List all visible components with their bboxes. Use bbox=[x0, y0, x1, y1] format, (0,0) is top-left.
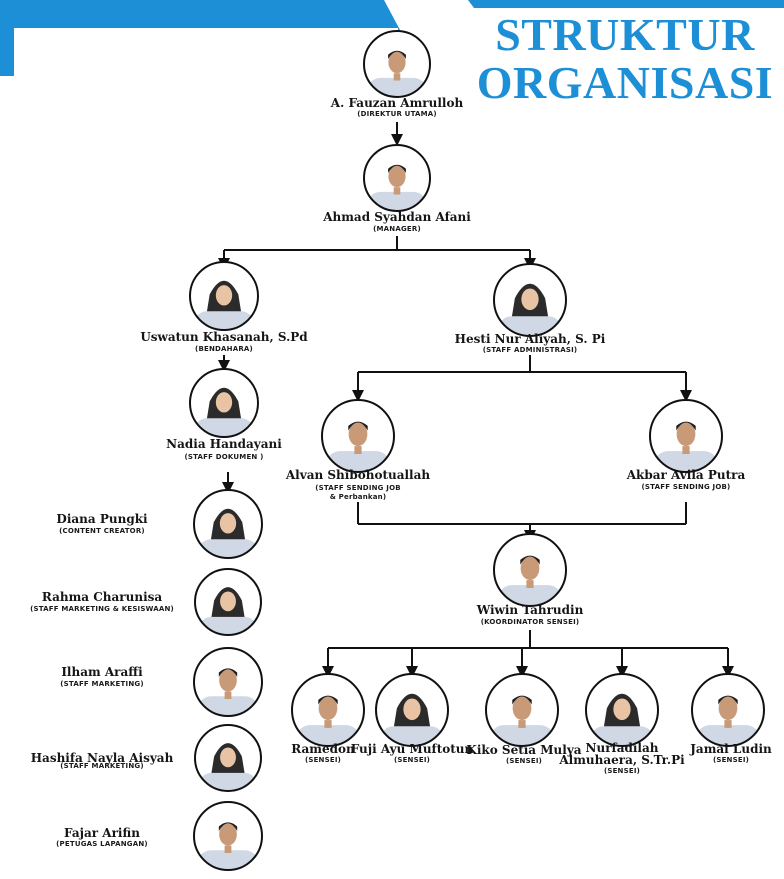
manager-name: Ahmad Syahdan Afani bbox=[323, 210, 471, 224]
dokumen-role: (STAFF DOKUMEN ) bbox=[184, 453, 264, 461]
director-photo bbox=[363, 30, 431, 98]
jamal-name: Jamal Ludin bbox=[690, 742, 772, 756]
fajar-photo bbox=[193, 801, 263, 871]
alvan-role-1: (STAFF SENDING JOB bbox=[315, 484, 401, 492]
jamal-photo bbox=[691, 673, 765, 747]
manager-role: (MANAGER) bbox=[373, 225, 421, 233]
bendahara-role: (BENDAHARA) bbox=[195, 345, 253, 353]
alvan-role-2: & Perbankan) bbox=[329, 493, 387, 501]
ilham-role: (STAFF MARKETING) bbox=[60, 680, 144, 688]
akbar-role: (STAFF SENDING JOB) bbox=[641, 483, 731, 491]
director-name: A. Fauzan Amrulloh bbox=[330, 96, 464, 110]
admin-name: Hesti Nur Aliyah, S. Pi bbox=[454, 332, 606, 346]
header-decoration bbox=[0, 0, 784, 76]
ramedon-photo bbox=[291, 673, 365, 747]
kiko-role: (SENSEI) bbox=[505, 757, 543, 765]
header-band-left-inner bbox=[14, 28, 398, 40]
fuji-name: Fuji Ayu Muftotun bbox=[350, 742, 474, 756]
diana-photo bbox=[193, 489, 263, 559]
kiko-name: Kiko Setia Mulya bbox=[466, 743, 582, 757]
nurfadilah-role: (SENSEI) bbox=[603, 767, 641, 775]
fuji-photo bbox=[375, 673, 449, 747]
ramedon-role: (SENSEI) bbox=[304, 756, 342, 764]
hashifa-role: (STAFF MARKETING) bbox=[60, 762, 144, 770]
header-band-right bbox=[468, 0, 784, 8]
wiwin-name: Wiwin Tahrudin bbox=[476, 603, 584, 617]
rahma-name: Rahma Charunisa bbox=[41, 590, 163, 604]
title-line-1: STRUKTUR bbox=[495, 9, 755, 60]
fuji-role: (SENSEI) bbox=[393, 756, 431, 764]
jamal-role: (SENSEI) bbox=[712, 756, 750, 764]
alvan-photo bbox=[321, 399, 395, 473]
ilham-photo bbox=[193, 647, 263, 717]
manager-photo bbox=[363, 144, 431, 212]
header-left-strip bbox=[0, 0, 14, 76]
rahma-photo bbox=[194, 568, 262, 636]
dokumen-photo bbox=[189, 368, 259, 438]
bendahara-name: Uswatun Khasanah, S.Pd bbox=[140, 330, 308, 344]
ramedon-name: Ramedon bbox=[291, 742, 355, 756]
kiko-photo bbox=[485, 673, 559, 747]
title-line-2: ORGANISASI bbox=[476, 57, 774, 108]
bendahara-photo bbox=[189, 261, 259, 331]
ilham-name: Ilham Araffi bbox=[61, 665, 143, 679]
rahma-role: (STAFF MARKETING & KESISWAAN) bbox=[30, 605, 174, 613]
wiwin-photo bbox=[493, 533, 567, 607]
director-role: (DIREKTUR UTAMA) bbox=[357, 110, 437, 118]
nurfadilah-name-1: Nurfadilah bbox=[585, 741, 659, 755]
hashifa-name: Hashifa Nayla Aisyah bbox=[30, 751, 174, 765]
akbar-photo bbox=[649, 399, 723, 473]
alvan-name: Alvan Shibohotuallah bbox=[285, 468, 431, 482]
wiwin-role: (KOORDINATOR SENSEI) bbox=[480, 618, 580, 626]
fajar-name: Fajar Arifin bbox=[64, 826, 140, 840]
header-band-left bbox=[0, 0, 400, 30]
akbar-name: Akbar Avila Putra bbox=[626, 468, 746, 482]
fajar-role: (PETUGAS LAPANGAN) bbox=[56, 840, 148, 848]
dokumen-name: Nadia Handayani bbox=[166, 437, 282, 451]
nurfadilah-photo bbox=[585, 673, 659, 747]
nurfadilah-name-2: Almuhaera, S.Tr.Pi bbox=[559, 753, 685, 767]
diana-name: Diana Pungki bbox=[56, 512, 148, 526]
admin-photo bbox=[493, 263, 567, 337]
diana-role: (CONTENT CREATOR) bbox=[59, 527, 145, 535]
admin-role: (STAFF ADMINISTRASI) bbox=[482, 346, 578, 354]
hashifa-photo bbox=[194, 724, 262, 792]
